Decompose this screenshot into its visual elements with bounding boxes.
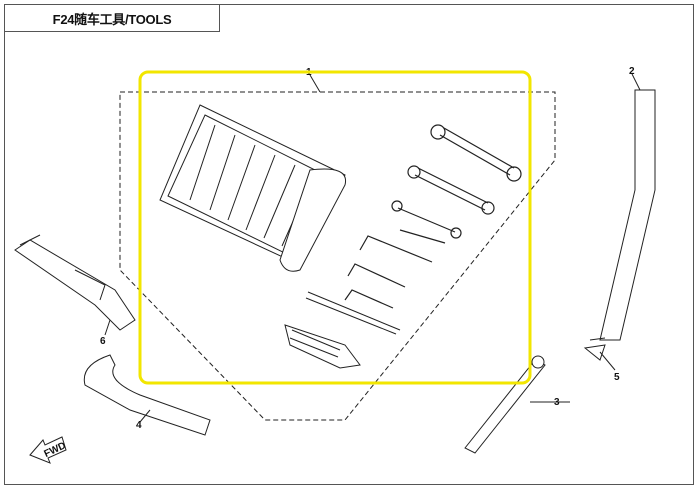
lever-bar: [464, 359, 546, 454]
extension-bar: [599, 89, 656, 341]
spark-plug-wrench: [14, 234, 136, 331]
callout-2: 2: [629, 66, 635, 77]
callout-5: 5: [614, 372, 620, 383]
callout-6: 6: [100, 336, 106, 347]
tool-roll: [159, 104, 347, 272]
kit-outline: [119, 91, 556, 421]
screwdriver: [284, 291, 401, 369]
hook-spanner: [83, 354, 211, 436]
fwd-arrow-icon: [29, 436, 67, 464]
highlight-box: [138, 70, 532, 385]
wrench-set: [391, 124, 522, 244]
hex-keys: [344, 235, 433, 309]
diagram-frame: [4, 4, 694, 485]
fwd-label: FWD: [42, 440, 67, 460]
callout-4: 4: [136, 420, 142, 431]
diagram-title: F24随车工具/TOOLS: [4, 4, 220, 32]
callout-3: 3: [554, 397, 560, 408]
